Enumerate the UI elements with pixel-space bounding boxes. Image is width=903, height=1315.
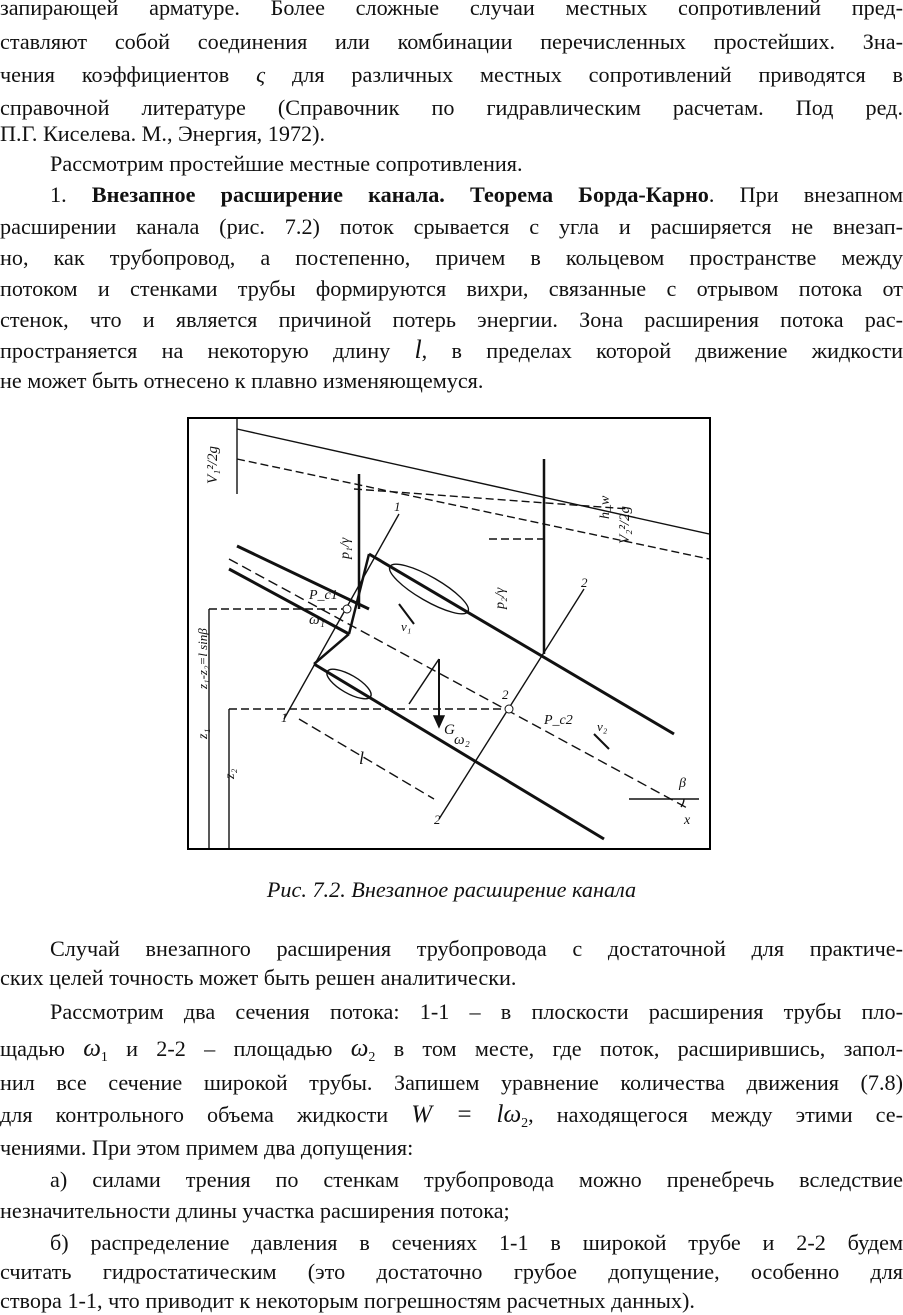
section-title: Внезапное расширение канала. Теорема Бор… <box>91 182 709 207</box>
text-line: незначительности длины участка расширени… <box>0 1198 510 1223</box>
section-2-line <box>438 588 585 820</box>
l-symbol: l <box>414 335 422 364</box>
text-line: Случай внезапного расширения трубопровод… <box>50 936 903 961</box>
section-1-line <box>283 513 400 720</box>
label-z2: z₂ <box>223 769 238 780</box>
zeta-symbol: ς <box>256 62 266 87</box>
vortex-lower <box>326 668 372 700</box>
label-section-1: 1 <box>394 499 401 514</box>
label-z1: z₁ <box>196 729 211 740</box>
label-v1: v₁ <box>401 619 411 634</box>
text-line: П.Г. Киселева. М., Энергия, 1972). <box>0 121 326 146</box>
narrow-pipe-upper-wall <box>236 544 370 611</box>
expansion-diagram: V₁²/2g V₂²/2g h_w p₁/γ p₂/γ P_c1 P_c2 ω₁… <box>195 419 709 848</box>
label-p1-gamma: p₁/γ <box>338 537 353 560</box>
text-line: потоком и стенками трубы формируются вих… <box>0 276 903 301</box>
label-dz: z₁-z₂=l sinβ <box>195 628 210 690</box>
text-line: запирающей арматуре. Более сложные случа… <box>0 0 903 20</box>
text-line: но, как трубопровод, а постепенно, приче… <box>0 245 903 270</box>
text-line: а) силами трения по стенкам трубопровода… <box>50 1167 903 1192</box>
section-heading-line: 1. Внезапное расширение канала. Теорема … <box>50 182 903 207</box>
text-line: справочной литературе (Справочник по гид… <box>0 95 903 120</box>
label-hw: h_w <box>598 495 613 519</box>
label-pc1: P_c1 <box>308 588 338 603</box>
label-pc2: P_c2 <box>543 713 573 728</box>
figure-sudden-expansion: V₁²/2g V₂²/2g h_w p₁/γ p₂/γ P_c1 P_c2 ω₁… <box>187 417 711 850</box>
figure-caption: Рис. 7.2. Внезапное расширение канала <box>266 877 637 902</box>
label-p2-gamma: p₂/γ <box>493 587 508 610</box>
label-G: G <box>444 722 455 738</box>
wide-pipe-lower-wall <box>313 662 605 841</box>
volume-formula: W = lω2 <box>411 1101 529 1131</box>
text-line: Рассмотрим два сечения потока: 1-1 – в п… <box>50 999 903 1024</box>
text-line: считать гидростатическим (это достаточно… <box>0 1259 903 1284</box>
label-omega1: ω₁ <box>309 612 325 628</box>
text-line: б) распределение давления в сечениях 1-1… <box>50 1230 903 1255</box>
piezometric-line <box>236 458 709 560</box>
label-section-2b: 2 <box>434 812 441 827</box>
label-v2-head: V₂²/2g <box>617 505 633 544</box>
label-x: x <box>683 813 691 828</box>
text-line: расширении канала (рис. 7.2) поток срыва… <box>0 214 903 239</box>
text-line: нил все сечение широкой трубы. Запишем у… <box>0 1070 903 1095</box>
text-line: для контрольного объема жидкости W = lω2… <box>0 1101 903 1131</box>
text-line: створа 1-1, что приводит к некоторым пог… <box>0 1288 695 1313</box>
axis-line <box>228 558 690 810</box>
label-section-2: 2 <box>581 575 588 590</box>
text-line: чения коэффициентов ς для различных мест… <box>0 62 903 87</box>
label-l: l <box>359 748 364 768</box>
label-section-1b: 1 <box>281 710 288 725</box>
text-line: Рассмотрим простейшие местные сопротивле… <box>50 151 523 176</box>
text-line: стенок, что и является причиной потерь э… <box>0 307 903 332</box>
text-line: ставляют собой соединения или комбинации… <box>0 29 903 54</box>
label-omega2: ω₂ <box>454 732 470 748</box>
label-v1-head: V₁²/2g <box>205 445 221 484</box>
label-v2: v₂ <box>597 719 608 734</box>
narrow-pipe-lower-wall <box>228 567 350 636</box>
text-line: не может быть отнесено к плавно изменяющ… <box>0 368 484 393</box>
energy-line <box>236 428 709 535</box>
text-line: чениями. При этом примем два допущения: <box>0 1135 414 1160</box>
label-point-2: 2 <box>502 687 509 702</box>
omega2-symbol: ω2 <box>350 1035 376 1065</box>
label-beta: β <box>678 776 686 791</box>
omega1-symbol: ω1 <box>83 1035 108 1065</box>
text-line: пространяется на некоторую длину l, в пр… <box>0 335 903 364</box>
text-line: ских целей точность может быть решен ана… <box>0 965 517 990</box>
wide-pipe-upper-wall <box>368 552 675 736</box>
vortex-upper <box>388 563 470 615</box>
text-line: щадью ω1 и 2-2 – площадью ω2 в том месте… <box>0 1035 903 1065</box>
